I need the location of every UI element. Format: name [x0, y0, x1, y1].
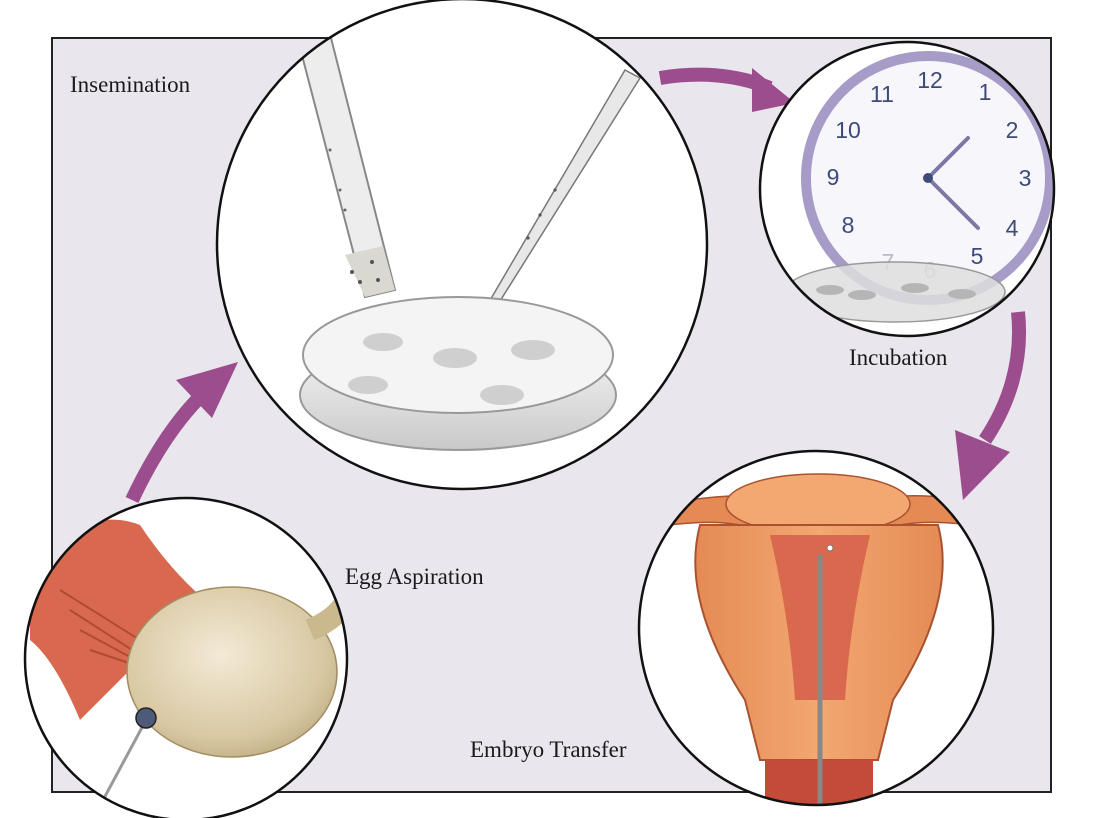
label-incubation: Incubation	[849, 345, 947, 371]
insemination-illustration	[217, 0, 707, 489]
clock-numeral-10: 10	[835, 117, 861, 143]
incubation-illustration: 12 1 2 3 4 5 6 7 8 9 10 11	[760, 42, 1054, 336]
clock-numeral-9: 9	[827, 164, 840, 190]
clock-numeral-8: 8	[842, 212, 855, 238]
label-egg-aspiration: Egg Aspiration	[345, 564, 484, 590]
egg-aspiration-illustration	[25, 498, 350, 818]
clock-numeral-5: 5	[971, 243, 984, 269]
clock-numeral-2: 2	[1006, 117, 1019, 143]
clock-numeral-12: 12	[917, 67, 943, 93]
clock-numeral-3: 3	[1019, 165, 1032, 191]
clock-numeral-1: 1	[979, 79, 992, 105]
petri-dish	[300, 297, 616, 450]
clock-numeral-11: 11	[870, 81, 894, 107]
label-embryo-transfer: Embryo Transfer	[470, 737, 627, 763]
label-insemination: Insemination	[70, 72, 190, 98]
clock-numeral-4: 4	[1006, 215, 1019, 241]
